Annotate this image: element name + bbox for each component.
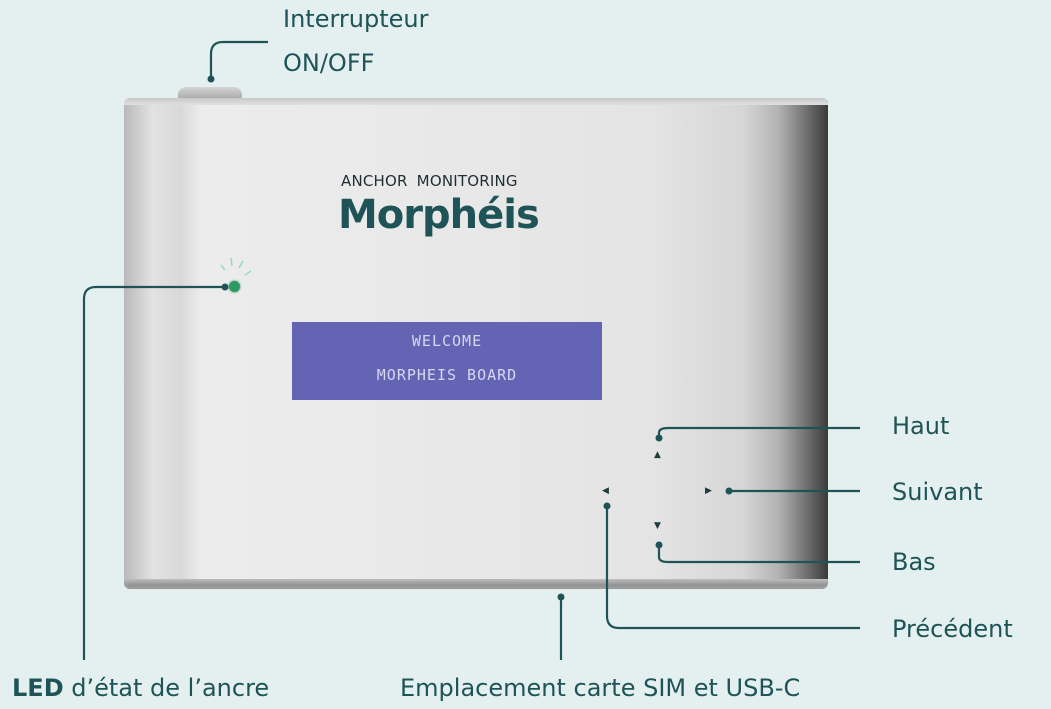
next-label: Suivant bbox=[892, 478, 983, 506]
up-arrow-icon[interactable]: ▲ bbox=[654, 450, 661, 460]
led-label: LED d’état de l’ancre bbox=[12, 669, 269, 707]
brand-subtitle-word-2: MONITORING bbox=[416, 172, 518, 190]
previous-label: Précédent bbox=[892, 615, 1013, 643]
down-dot bbox=[655, 541, 663, 549]
led-glow-icon bbox=[220, 257, 252, 276]
left-arrow-icon[interactable]: ◀ bbox=[602, 486, 609, 496]
screen-line-1: WELCOME bbox=[411, 332, 483, 350]
right-arrow-icon[interactable]: ▶ bbox=[705, 486, 712, 496]
led-label-bold: LED bbox=[12, 674, 64, 702]
previous-dot bbox=[603, 502, 611, 510]
status-led bbox=[229, 281, 240, 292]
screen-line-2: MORPHEIS BOARD bbox=[376, 366, 518, 384]
slot-label: Emplacement carte SIM et USB-C bbox=[400, 674, 801, 702]
led-label-rest: d’état de l’ancre bbox=[63, 674, 270, 702]
switch-label-line-1: Interrupteur bbox=[283, 5, 429, 33]
brand-subtitle: ANCHOR MONITORING bbox=[341, 172, 518, 190]
lcd-screen: WELCOME MORPHEIS BOARD bbox=[292, 322, 602, 400]
switch-label-line-2: ON/OFF bbox=[283, 49, 375, 77]
switch-dot bbox=[207, 75, 215, 83]
slot-dot bbox=[557, 593, 565, 601]
up-label: Haut bbox=[892, 412, 950, 440]
power-switch[interactable] bbox=[178, 87, 242, 99]
down-arrow-icon[interactable]: ▼ bbox=[654, 521, 661, 531]
device-top-edge bbox=[124, 98, 828, 105]
down-label: Bas bbox=[892, 548, 936, 576]
led-dot bbox=[221, 283, 229, 291]
up-dot bbox=[655, 434, 663, 442]
next-dot bbox=[725, 487, 733, 495]
device-bottom-edge bbox=[124, 579, 828, 586]
brand-logo-text: Morphéis bbox=[338, 192, 540, 238]
brand-subtitle-word-1: ANCHOR bbox=[341, 172, 408, 190]
